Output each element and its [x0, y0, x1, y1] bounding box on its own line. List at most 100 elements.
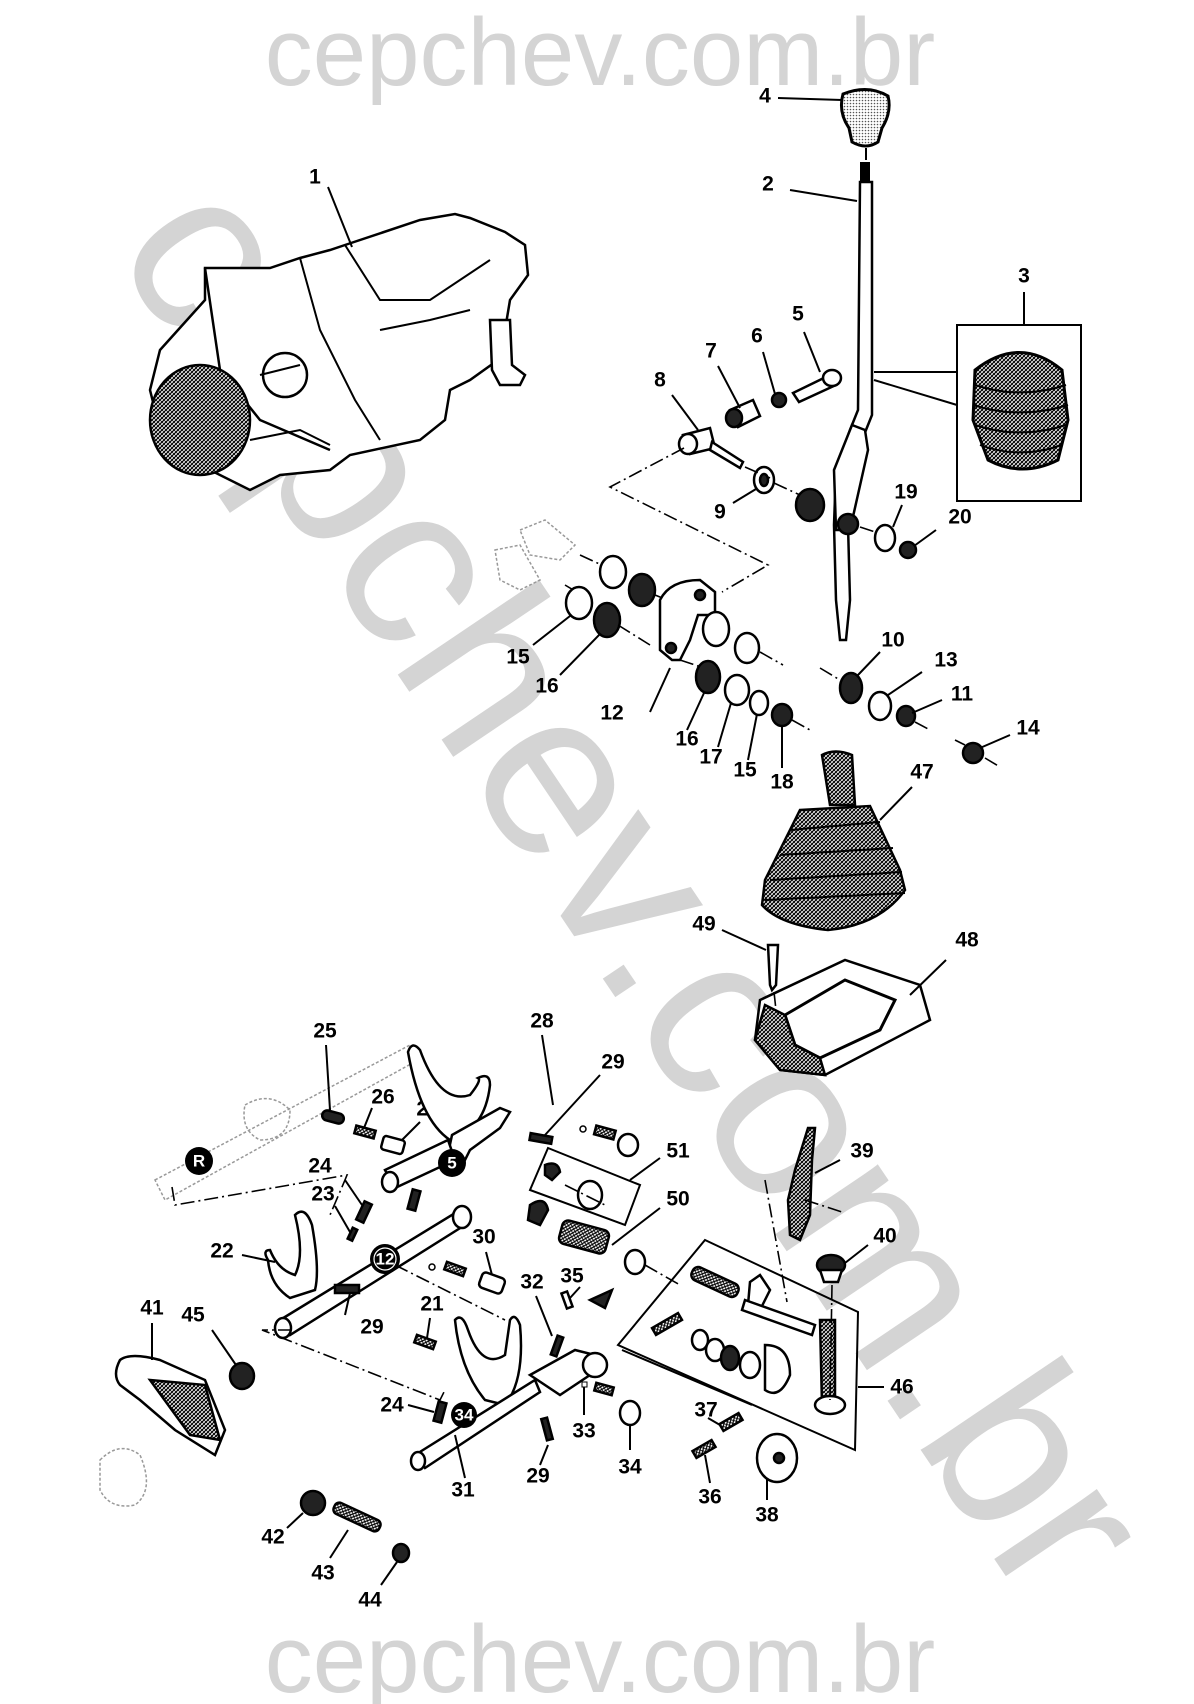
callout-26: 26 [371, 1086, 394, 1109]
svg-text:R: R [193, 1152, 205, 1171]
callout-29c: 29 [526, 1465, 549, 1488]
nut-18 [770, 702, 794, 728]
bushing-16b [694, 659, 722, 695]
bearing-ghost [99, 1447, 148, 1507]
transmission-assembly [148, 212, 530, 492]
nut-20 [898, 540, 918, 560]
callout-4: 4 [759, 85, 771, 108]
release-fork-41 [114, 1354, 227, 1457]
shaft-43 [332, 1501, 382, 1533]
pin-29b [333, 1283, 361, 1295]
callout-51: 51 [666, 1140, 690, 1163]
washer-19 [873, 523, 897, 553]
callout-22: 22 [210, 1240, 233, 1263]
callout-32: 32 [520, 1271, 543, 1294]
callout-29b: 29 [360, 1316, 383, 1339]
callout-34: 34 [618, 1456, 642, 1479]
spring-21 [412, 1333, 438, 1351]
washer-17 [723, 673, 751, 707]
bushing-10 [838, 671, 864, 705]
plug-40 [815, 1253, 847, 1284]
callout-28: 28 [530, 1010, 554, 1033]
pin-29a [528, 1131, 554, 1146]
callout-16a: 16 [535, 675, 558, 698]
callout-3: 3 [1018, 265, 1030, 288]
callout-24a: 24 [308, 1155, 332, 1178]
callout-18: 18 [770, 771, 794, 794]
shift-boot [760, 750, 907, 932]
shift-fork-31 [409, 1315, 609, 1472]
pin-24b [432, 1399, 448, 1425]
bushing-16a [592, 601, 622, 639]
plug-30 [477, 1271, 507, 1295]
lever-39 [786, 1126, 817, 1242]
pin-25 [320, 1109, 346, 1125]
spring-37 [717, 1411, 745, 1433]
pivot-45 [228, 1361, 256, 1391]
callout-24b: 24 [380, 1394, 404, 1417]
callout-11: 11 [951, 683, 974, 706]
callout-14: 14 [1016, 717, 1040, 740]
bushing-upper [627, 572, 657, 608]
washer-13 [867, 690, 893, 722]
bolt-5 [791, 368, 843, 404]
callout-9: 9 [714, 501, 726, 524]
callout-10: 10 [881, 629, 904, 652]
gear-marker-fifth: 5 [438, 1149, 466, 1177]
spring-50 [526, 1199, 681, 1286]
nut-14 [961, 741, 985, 765]
cover-38 [755, 1432, 799, 1484]
bushing-7 [724, 398, 762, 429]
callout-46: 46 [890, 1376, 913, 1399]
callout-31: 31 [451, 1479, 475, 1502]
washer-6 [770, 391, 788, 409]
boot-frame [753, 958, 932, 1077]
callout-36: 36 [698, 1486, 721, 1509]
callout-16b: 16 [675, 728, 698, 751]
callout-38: 38 [755, 1504, 779, 1527]
callout-23: 23 [311, 1183, 334, 1206]
svg-text:5: 5 [447, 1154, 456, 1173]
washer-15b [748, 689, 770, 717]
callout-37: 37 [694, 1399, 717, 1422]
callout-21: 21 [420, 1293, 444, 1316]
gear-shift-lever [832, 162, 874, 642]
callout-41: 41 [140, 1297, 164, 1320]
callout-15a: 15 [506, 646, 530, 669]
callout-39: 39 [850, 1140, 873, 1163]
callout-50: 50 [666, 1188, 689, 1211]
gear-42 [299, 1489, 327, 1517]
callout-15b: 15 [733, 759, 757, 782]
callout-47: 47 [910, 761, 933, 784]
callout-48: 48 [955, 929, 979, 952]
callout-1: 1 [309, 166, 321, 189]
watermark-bottom: cepchev.com.br [265, 1606, 936, 1704]
pin-24a [354, 1199, 374, 1225]
pin-32 [549, 1333, 565, 1359]
watermark-top: cepchev.com.br [265, 0, 936, 106]
spring-26 [352, 1124, 378, 1140]
callout-42: 42 [261, 1526, 284, 1549]
callout-45: 45 [181, 1304, 205, 1327]
callout-30: 30 [472, 1226, 495, 1249]
callout-43: 43 [311, 1562, 334, 1585]
nut-44 [391, 1542, 411, 1564]
callout-2: 2 [762, 173, 774, 196]
washer-right-b [733, 631, 761, 665]
plug-27 [379, 1134, 407, 1156]
callout-19: 19 [894, 481, 917, 504]
callout-49: 49 [692, 913, 715, 936]
callout-8: 8 [654, 369, 666, 392]
callout-17: 17 [699, 746, 722, 769]
nut-11 [895, 704, 917, 728]
callout-13: 13 [934, 649, 957, 672]
pin-23 [345, 1226, 359, 1243]
pin-35 [559, 1289, 575, 1311]
shift-knob [840, 88, 891, 160]
washer-right-a [701, 610, 731, 648]
callout-5: 5 [792, 303, 804, 326]
svg-text:12: 12 [376, 1250, 395, 1269]
pin-29c [539, 1416, 555, 1442]
callout-40: 40 [873, 1225, 896, 1248]
plug-34 [618, 1399, 642, 1427]
